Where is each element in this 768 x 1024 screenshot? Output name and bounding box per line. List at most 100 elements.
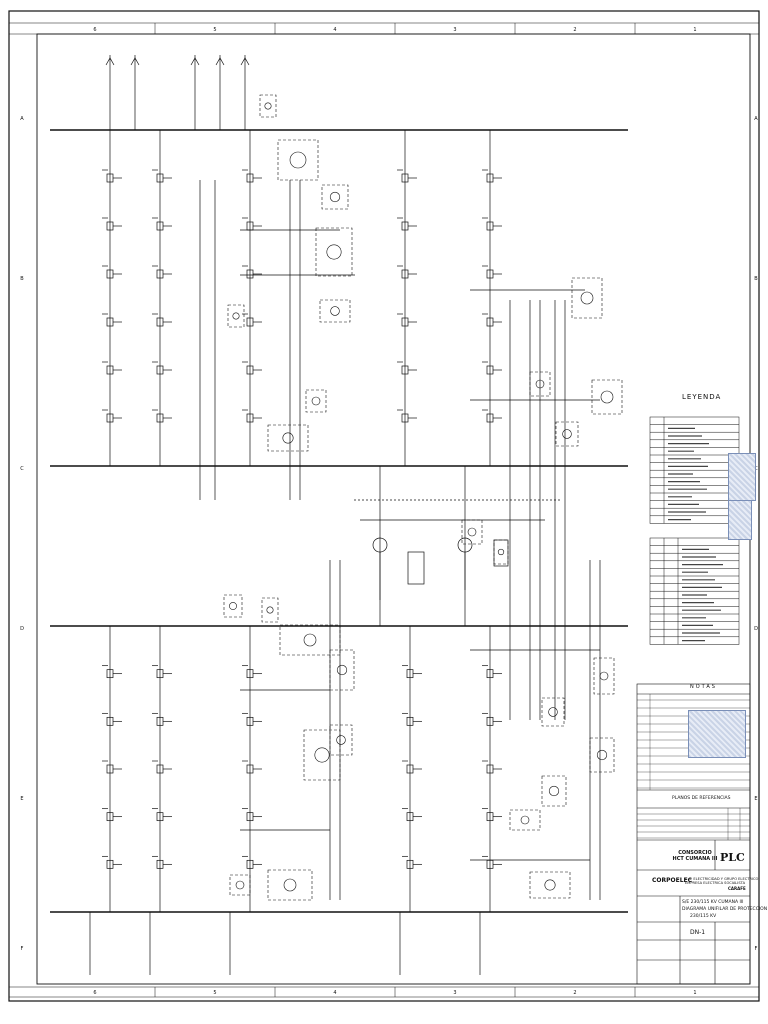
protection-panel: [589, 737, 615, 773]
zone-label-row: A: [754, 116, 758, 122]
bay-feeders: [89, 55, 601, 975]
incoming-arrow: [105, 57, 115, 66]
company-subtitle: C.A. ELECTRICIDAD Y GRUPO ELECTRICO EMPR…: [685, 877, 759, 885]
legend-title: LEYENDA: [682, 393, 722, 401]
zone-label-col: 4: [333, 27, 336, 33]
protection-panel: [259, 94, 277, 118]
relay-symbol: [264, 102, 272, 110]
title-block: [636, 683, 751, 985]
notes-title: NOTAS: [690, 684, 717, 690]
zone-label-row: E: [20, 796, 23, 802]
revision-stamp: [688, 710, 746, 758]
protection-panel: [227, 304, 245, 328]
relay-symbol: [544, 879, 556, 891]
relay-symbol: [289, 151, 307, 169]
relay-symbol: [314, 747, 330, 763]
zone-label-col: 6: [93, 990, 96, 996]
zone-label-col: 1: [693, 27, 696, 33]
inner-border: [36, 33, 751, 985]
protection-panel: [555, 421, 579, 447]
relay-symbol: [467, 527, 477, 537]
protection-panel: [321, 184, 349, 210]
project-line-2: DIAGRAMA UNIFILAR DE PROTECCION: [682, 907, 768, 912]
relay-symbol: [596, 749, 608, 761]
protection-panel: [279, 624, 341, 656]
relay-symbol: [283, 878, 297, 892]
incoming-arrow: [215, 57, 225, 66]
zone-label-row: B: [754, 276, 758, 282]
protection-panel: [509, 809, 541, 831]
zone-label-col: 2: [573, 990, 576, 996]
protection-panel: [591, 379, 623, 415]
relay-symbol: [336, 735, 346, 745]
relay-symbol: [600, 390, 614, 404]
protection-panel: [529, 871, 571, 899]
relay-symbol: [303, 633, 317, 647]
relay-symbol: [329, 191, 341, 203]
zone-label-row: D: [20, 626, 24, 632]
relay-symbol: [235, 880, 245, 890]
zone-band-bottom: [8, 986, 760, 998]
protection-panel: [223, 594, 243, 618]
consortium-name: CONSORCIO HCT CUMANA III: [672, 850, 718, 862]
protection-panel: [229, 874, 251, 896]
notes-reference-line: PLANOS DE REFERENCIAS: [672, 796, 731, 801]
protection-panel: [571, 277, 603, 319]
zone-label-col: 5: [213, 990, 216, 996]
incoming-arrow: [240, 57, 250, 66]
incoming-arrow: [190, 57, 200, 66]
protection-panel: [329, 724, 353, 756]
relay-symbol: [548, 785, 560, 797]
zone-label-col: 3: [453, 27, 456, 33]
drawing-number: DN-1: [690, 929, 706, 936]
zone-label-row: F: [21, 946, 24, 952]
zone-label-row: A: [20, 116, 24, 122]
protection-panel: [541, 697, 565, 727]
zone-label-col: 2: [573, 27, 576, 33]
approval-stamp-2: [728, 500, 752, 540]
protection-panel: [319, 299, 351, 323]
zone-label-row: C: [754, 466, 758, 472]
project-line-1: S/E 230/115 KV CUMANA III: [682, 900, 744, 905]
relay-symbol: [330, 306, 340, 316]
relay-symbol: [266, 606, 274, 614]
relay-symbol: [535, 379, 545, 389]
protection-panel: [267, 424, 309, 452]
relay-symbol: [548, 707, 558, 717]
zone-label-col: 3: [453, 990, 456, 996]
protection-panel: [593, 657, 615, 695]
protection-panel: [529, 371, 551, 397]
protection-panel: [541, 775, 567, 807]
relay-symbol: [497, 548, 505, 556]
relay-symbol: [562, 429, 572, 439]
incoming-arrow: [130, 57, 140, 66]
relay-symbol: [232, 312, 240, 320]
relay-symbol: [336, 664, 348, 676]
company-logo-text: CORPOELEC: [652, 877, 693, 884]
relay-symbol: [229, 602, 237, 610]
zone-label-col: 6: [93, 27, 96, 33]
protection-panels: [223, 94, 623, 901]
relay-symbol: [580, 291, 594, 305]
protection-panel: [493, 539, 509, 565]
zone-label-col: 5: [213, 27, 216, 33]
zone-label-row: C: [20, 466, 24, 472]
relay-symbol: [599, 671, 609, 681]
relay-symbol: [282, 432, 294, 444]
protection-panel: [277, 139, 319, 181]
protection-panel: [329, 649, 355, 691]
relay-symbol: [311, 396, 321, 406]
outer-border: [8, 10, 760, 1002]
relay-symbol: [326, 244, 342, 260]
protection-panel: [303, 729, 341, 781]
coupler-section: [354, 466, 560, 626]
zone-label-row: F: [755, 946, 758, 952]
protection-panel: [315, 227, 353, 277]
plc-logo: PLC: [720, 851, 745, 864]
zone-band-top: [8, 22, 760, 35]
protection-panel: [267, 869, 313, 901]
relay-symbol: [520, 815, 530, 825]
zone-label-row: D: [754, 626, 758, 632]
